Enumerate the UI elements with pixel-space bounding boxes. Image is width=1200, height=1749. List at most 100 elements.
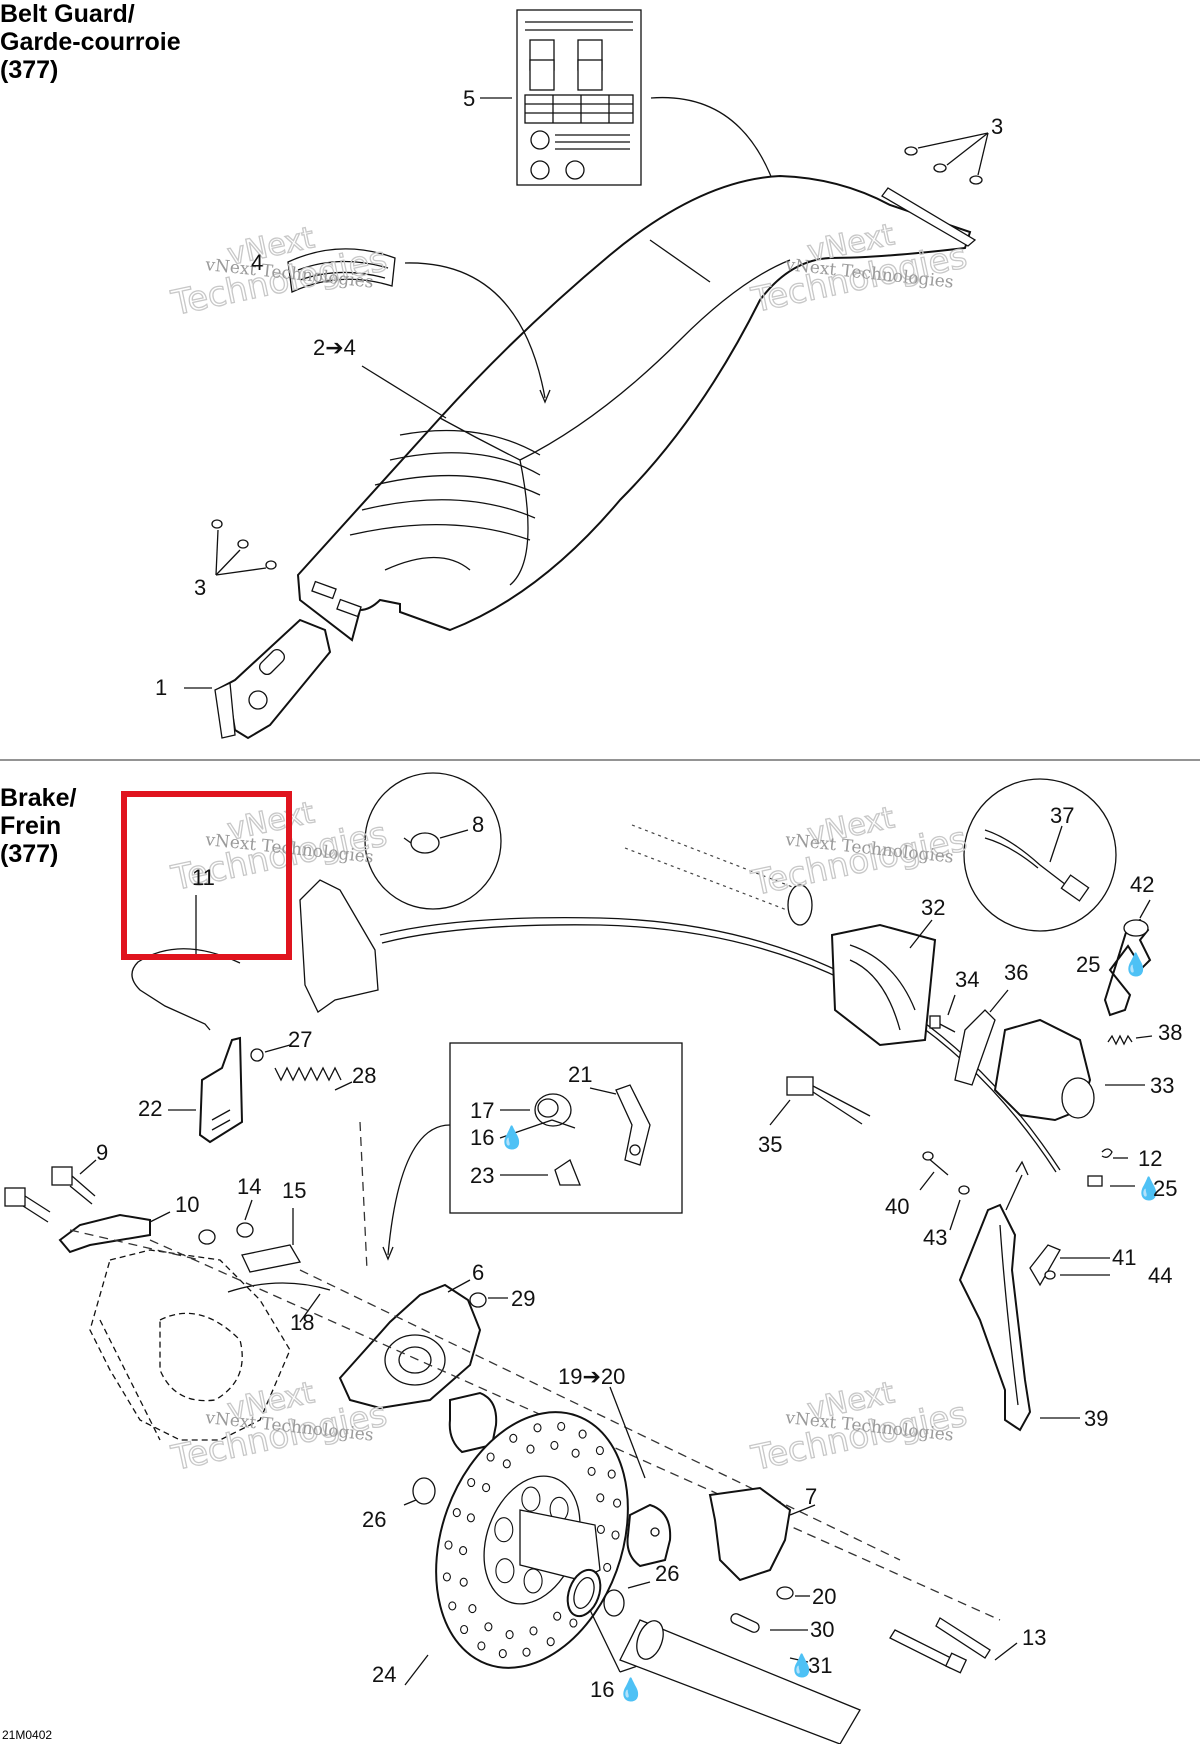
callout-24: 24 [372,1662,396,1687]
callout-4: 4 [251,250,263,275]
brake-light-switch-37 [984,829,1090,902]
disc-hole [595,1445,604,1456]
disc-hole [522,1647,531,1657]
disc-hole [596,1493,605,1503]
pin-18 [227,1282,331,1293]
ball-44 [1044,1270,1056,1280]
callout-23: 23 [470,1163,494,1188]
o-ring-26-b [603,1589,625,1617]
caliper-bracket-7 [708,1486,792,1582]
callout-30: 30 [810,1617,834,1642]
callout-16: 16 [470,1125,494,1150]
bolt-9-a [51,1166,96,1205]
callout-40: 40 [885,1194,909,1219]
disc-hole [529,1626,538,1636]
hub-sleeve-16 [519,1509,602,1618]
highlight-box-part-11 [121,791,292,960]
connector-35 [786,1076,871,1125]
callout-2-to-4: 2➔4 [313,335,356,360]
callout-19-to-20: 19➔20 [558,1364,625,1389]
callout-7: 7 [805,1484,817,1509]
screw-34 [929,1015,956,1033]
section-title-line: Garde-courroie [0,28,181,56]
callout-3: 3 [991,114,1003,139]
bracket-10 [58,1213,151,1254]
disc-hole [502,1459,511,1469]
disc-hole [495,1558,515,1584]
disc-hole [607,1469,616,1479]
callout-37: 37 [1050,803,1074,828]
caliper-assembly-outline [89,1249,291,1441]
disc-hole [521,1486,541,1512]
retainer-21 [615,1084,651,1166]
callout-33: 33 [1150,1073,1174,1098]
disc-hole [505,1630,514,1640]
nut-29 [469,1292,487,1308]
lever-pin-42 [1103,918,1152,1017]
disc-hole [486,1452,495,1462]
disc-hole [484,1622,493,1632]
caliper-plate-22 [198,1036,244,1144]
disc-hole [444,1540,453,1550]
callout-26: 26 [655,1561,679,1586]
oil-drop-icon: 💧 [1122,952,1149,977]
callout-8: 8 [472,812,484,837]
disc-hole [569,1618,578,1628]
brake-pad-20 [626,1503,672,1568]
oil-drop-icon: 💧 [788,1653,815,1678]
nut-14 [198,1222,254,1245]
callout-14: 14 [237,1174,261,1199]
disc-hole [442,1572,451,1582]
callout-38: 38 [1158,1020,1182,1045]
callout-18: 18 [290,1310,314,1335]
brake-lever-housing-32 [830,923,937,1047]
section-title-line: (377) [0,56,59,84]
plate-15 [241,1244,302,1273]
figure-code: 21M0402 [2,1728,53,1742]
brake-lever-39 [958,1203,1032,1432]
section-title-line: Brake/ [0,784,77,812]
disc-hole [448,1601,457,1611]
disc-hole [482,1483,491,1493]
disc-hole [587,1466,596,1476]
oil-drop-icon: 💧 [498,1125,525,1150]
belt-guard-support-bracket [214,618,332,740]
disc-hole [460,1624,469,1635]
disc-hole [459,1546,468,1556]
callout-39: 39 [1084,1406,1108,1431]
spring-28 [274,1066,342,1082]
drive-shaft [619,1619,861,1745]
callout-1: 1 [155,675,167,700]
o-ring-26-a [412,1477,436,1505]
disc-hole [523,1568,543,1594]
disc-hole [571,1448,580,1458]
callout-16: 16 [590,1677,614,1702]
callout-5: 5 [463,86,475,111]
oil-drop-icon: 💧 [617,1677,644,1702]
callout-13: 13 [1022,1625,1046,1650]
callout-31: 31 [808,1653,832,1678]
callout-11: 11 [192,865,215,890]
belt-guard-cover [296,174,977,642]
pin-20 [776,1586,794,1600]
clip-12 [1101,1148,1113,1158]
cable-bracket [299,879,379,1013]
cover-plate-36 [954,1009,996,1086]
section-title-belt-guard: Belt Guard/ Garde-courroie (377) [0,0,181,84]
disc-hole [477,1641,486,1651]
bolt-9-b [4,1187,51,1223]
callout-32: 32 [921,895,945,920]
spring-clip-23 [554,1159,581,1186]
disc-hole [509,1433,518,1443]
disc-hole [468,1604,477,1614]
disc-hole [596,1524,605,1534]
cable-end-25 [1087,1175,1103,1187]
disc-hole [546,1637,555,1647]
callout-15: 15 [282,1178,306,1203]
hose-clip-8 [403,832,440,854]
disc-hole [578,1429,587,1439]
callout-17: 17 [470,1098,494,1123]
callout-10: 10 [175,1192,199,1217]
